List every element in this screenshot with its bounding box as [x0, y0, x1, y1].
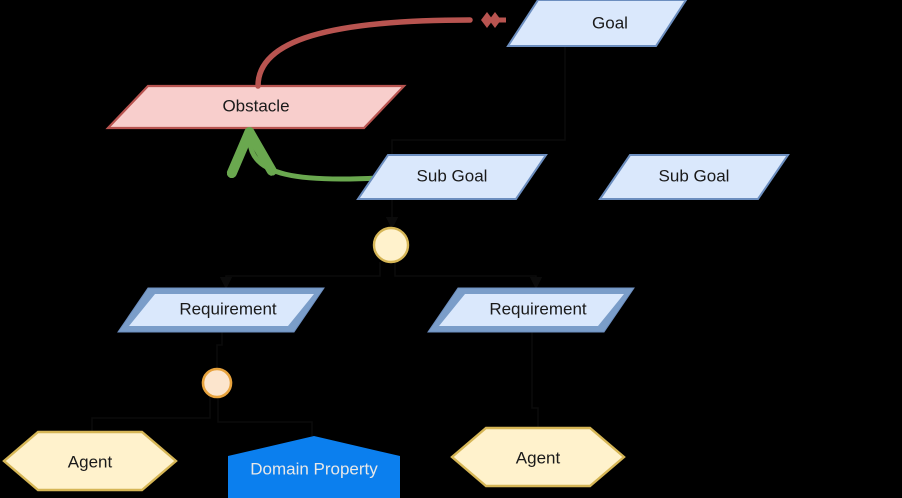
- node-refinement-circle-2[interactable]: [201, 367, 233, 399]
- link-requirement1-to-refine2[interactable]: [216, 332, 223, 369]
- goal-parallelogram[interactable]: [506, 0, 688, 47]
- obstruction-edge-path[interactable]: [255, 17, 473, 89]
- link-refine2-to-agent1[interactable]: [91, 397, 211, 432]
- node-obstacle[interactable]: Obstacle: [105, 84, 407, 130]
- node-domain-property[interactable]: Domain Property: [228, 436, 400, 498]
- link-requirement2-to-agent2[interactable]: [531, 332, 539, 428]
- edge-resolution[interactable]: [226, 127, 381, 182]
- obstacle-parallelogram[interactable]: [105, 84, 407, 130]
- node-requirement-2[interactable]: Requirement: [427, 287, 635, 333]
- link-refine1-to-requirement2[interactable]: [394, 262, 543, 290]
- link-refine1-to-requirement1[interactable]: [219, 262, 381, 290]
- node-subgoal-2[interactable]: Sub Goal: [598, 154, 790, 200]
- subgoal-2-parallelogram[interactable]: [598, 154, 790, 200]
- requirement-2-inner[interactable]: [439, 294, 624, 326]
- node-agent-1[interactable]: Agent: [2, 430, 178, 492]
- resolution-edge-path[interactable]: [226, 127, 381, 182]
- refinement-circle-1-shape[interactable]: [372, 226, 410, 264]
- agent-2-hexagon[interactable]: [450, 426, 626, 488]
- node-goal[interactable]: Goal: [506, 0, 688, 47]
- edge-obstruction[interactable]: [255, 12, 506, 89]
- link-goal-to-refine1[interactable]: [385, 46, 566, 230]
- node-requirement-1[interactable]: Requirement: [117, 287, 325, 333]
- requirement-1-inner[interactable]: [129, 294, 314, 326]
- node-refinement-circle-1[interactable]: [372, 226, 410, 264]
- node-subgoal-1[interactable]: Sub Goal: [356, 154, 548, 200]
- agent-1-hexagon[interactable]: [2, 430, 178, 492]
- refinement-circle-2-shape[interactable]: [201, 367, 233, 399]
- domain-property-pentagon[interactable]: [228, 436, 400, 498]
- link-refine2-to-domain-property[interactable]: [217, 397, 313, 436]
- conflict-arrowhead-icon: [481, 12, 506, 28]
- subgoal-1-parallelogram[interactable]: [356, 154, 548, 200]
- node-agent-2[interactable]: Agent: [450, 426, 626, 488]
